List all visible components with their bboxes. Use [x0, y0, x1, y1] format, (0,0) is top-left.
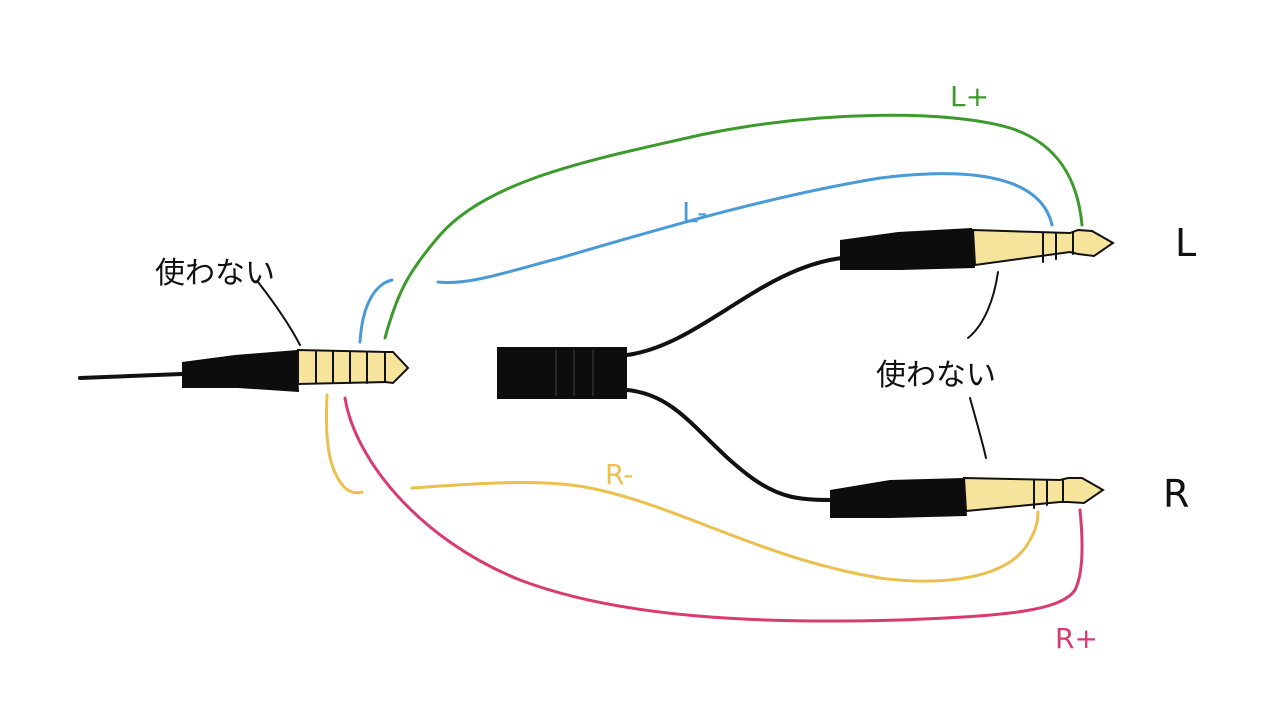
trrs-plug-body [182, 350, 299, 392]
splitter-cable-r [625, 388, 832, 502]
splitter [497, 256, 844, 502]
wire-r-minus [410, 481, 1040, 583]
splitter-cable-l [625, 256, 844, 357]
wire-label-r-minus: R- [605, 458, 633, 491]
trrs-plug-tip [297, 348, 410, 386]
unused-label-middle: 使わない [876, 358, 996, 393]
plug-left-body [840, 228, 975, 270]
wire-l-plus [383, 113, 1084, 340]
plug-right [830, 476, 1105, 518]
unused-pointer-top [257, 281, 301, 346]
wire-l-minus [436, 172, 1054, 285]
wire-r-plus [343, 396, 1084, 623]
unused-pointer-down [969, 397, 987, 459]
wire-label-r-plus: R+ [1055, 622, 1098, 655]
wire-label-l-plus: L+ [950, 80, 989, 113]
wire-l-minus-stub [358, 278, 394, 344]
splitter-body [497, 347, 627, 399]
channel-label-right: R [1163, 472, 1189, 516]
wire-r-minus-stub [324, 393, 364, 495]
unused-pointer-up [967, 271, 999, 339]
plug-left [840, 228, 1115, 270]
unused-label-top: 使わない [155, 256, 275, 291]
channel-label-left: L [1175, 221, 1196, 265]
trrs-plug [78, 348, 410, 392]
wire-label-l-minus: L- [682, 196, 707, 229]
plug-right-body [830, 478, 967, 518]
trrs-cable [78, 372, 184, 380]
